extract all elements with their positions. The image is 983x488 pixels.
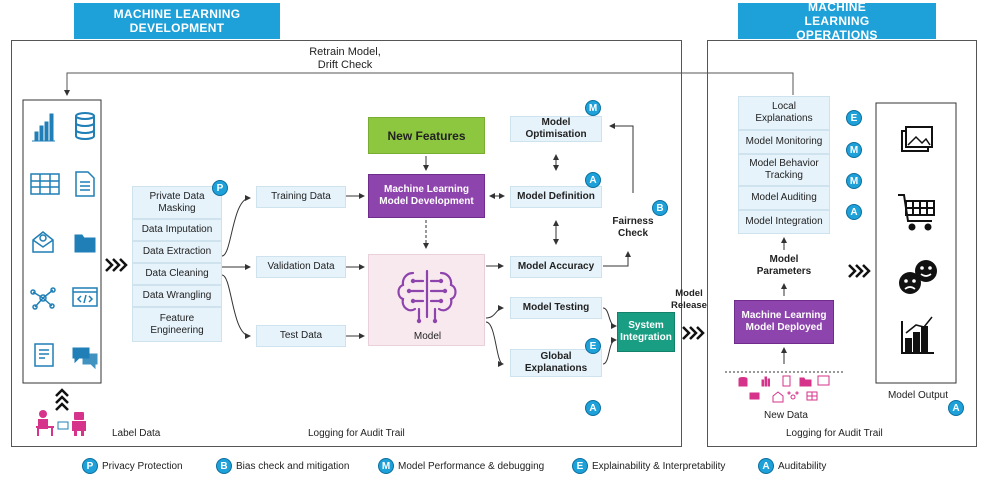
legend-bias: Bias check and mitigation [236, 461, 350, 472]
spreadsheet-icon [30, 173, 60, 195]
mini-code-icon [817, 375, 830, 386]
database-icon [75, 112, 95, 140]
e-badge-global: E [585, 338, 601, 354]
development-frame [11, 40, 682, 447]
retrain-line1: Retrain Model, [309, 46, 381, 58]
data-extraction: Data Extraction [132, 241, 222, 263]
mini-folder-icon [799, 377, 812, 387]
chevrons-up [55, 388, 69, 411]
email-icon [32, 231, 54, 253]
ml-development-header: MACHINE LEARNING DEVELOPMENT [74, 3, 280, 39]
new-features-box: New Features [368, 117, 485, 154]
ops-list: Local Explanations Model Monitoring Mode… [738, 96, 830, 234]
retrain-line2: Drift Check [317, 59, 373, 71]
legend-explainability: Explainability & Interpretability [592, 461, 726, 472]
b-badge-fairness: B [652, 200, 668, 216]
fairness-check-label: Fairness Check [612, 216, 654, 239]
chevrons-output [848, 264, 871, 278]
data-imputation: Data Imputation [132, 219, 222, 241]
retrain-line [64, 72, 794, 96]
mini-bar-chart-icon [761, 376, 770, 387]
folder-icon [74, 234, 96, 253]
mini-network-icon [787, 391, 799, 400]
image-gallery-icon [901, 126, 933, 152]
form-icon [34, 343, 54, 367]
model-parameters-label: Model Parameters [756, 254, 812, 277]
a-badge-output: A [948, 400, 964, 416]
ml-model-development-box: Machine Learning Model Development [368, 174, 485, 218]
model-definition-box: Model Definition [510, 186, 602, 208]
m-badge-tracking: M [846, 173, 862, 189]
legend-p-badge: P [82, 458, 98, 474]
legend-a-badge: A [758, 458, 774, 474]
legend-performance: Model Performance & debugging [398, 461, 545, 472]
e-badge-local: E [846, 110, 862, 126]
code-window-icon [72, 287, 98, 307]
audit-trail-dev-label: Logging for Audit Trail [308, 428, 405, 439]
model-output-label: Model Output [887, 390, 949, 401]
model-output-icons [898, 126, 937, 354]
mini-email-icon [772, 391, 784, 403]
audit-trail-ops-label: Logging for Audit Trail [786, 428, 883, 439]
private-data-masking: Private Data Masking [132, 186, 222, 219]
chat-icon [72, 347, 98, 370]
new-data-label: New Data [764, 410, 808, 421]
mini-database-icon [738, 377, 748, 387]
data-source-icons [30, 112, 98, 370]
a-badge-dev: A [585, 400, 601, 416]
label-data-label: Label Data [112, 428, 161, 439]
brain-icon [397, 269, 457, 324]
model-auditing: Model Auditing [738, 186, 830, 210]
local-explanations: Local Explanations [738, 96, 830, 130]
model-monitoring: Model Monitoring [738, 130, 830, 154]
label-data-icon [36, 410, 86, 436]
legend-b-badge: B [216, 458, 232, 474]
training-data-box: Training Data [256, 186, 346, 208]
legend-auditability: Auditability [778, 461, 827, 472]
global-explanations-box: Global Explanations [510, 349, 602, 377]
shopping-cart-icon [898, 194, 935, 231]
model-label: Model [413, 331, 442, 342]
model-optimisation-box: Model Optimisation [510, 116, 602, 142]
mini-spreadsheet-icon [806, 391, 818, 401]
legend-m-badge: M [378, 458, 394, 474]
mini-document-icon [782, 375, 791, 387]
a-badge-auditing: A [846, 204, 862, 220]
ml-operations-header: MACHINE LEARNING OPERATIONS [738, 0, 936, 42]
validation-data-box: Validation Data [256, 256, 346, 278]
data-prep-column: Private Data Masking Data Imputation Dat… [132, 186, 222, 342]
a-badge-definition: A [585, 172, 601, 188]
chevrons-left [105, 258, 128, 272]
m-badge-optimisation: M [585, 100, 601, 116]
retrain-label: Retrain Model, Drift Check [300, 46, 390, 72]
legend: P Privacy Protection B Bias check and mi… [82, 458, 842, 476]
model-behavior-tracking: Model Behavior Tracking [738, 154, 830, 186]
legend-e-badge: E [572, 458, 588, 474]
document-icon [75, 171, 95, 197]
data-wrangling: Data Wrangling [132, 285, 222, 307]
new-data-icons [738, 375, 830, 403]
system-integration-box: System Integration [617, 312, 675, 352]
mini-chat-icon [749, 392, 760, 400]
drama-masks-icon [899, 260, 937, 294]
test-data-box: Test Data [256, 325, 346, 347]
model-accuracy-box: Model Accuracy [510, 256, 602, 278]
privacy-badge: P [212, 180, 228, 196]
legend-privacy: Privacy Protection [102, 461, 183, 472]
model-integration: Model Integration [738, 210, 830, 234]
bar-growth-icon [901, 316, 934, 354]
feature-engineering: Feature Engineering [132, 307, 222, 342]
network-icon [30, 287, 56, 310]
data-cleaning: Data Cleaning [132, 263, 222, 285]
chevrons-release [682, 326, 705, 340]
ml-model-deployed-box: Machine Learning Model Deployed [734, 300, 834, 344]
model-box: Model [368, 254, 485, 346]
m-badge-monitoring: M [846, 142, 862, 158]
bar-chart-icon [32, 113, 55, 142]
model-testing-box: Model Testing [510, 297, 602, 319]
model-release-label: Model Release [671, 288, 707, 311]
